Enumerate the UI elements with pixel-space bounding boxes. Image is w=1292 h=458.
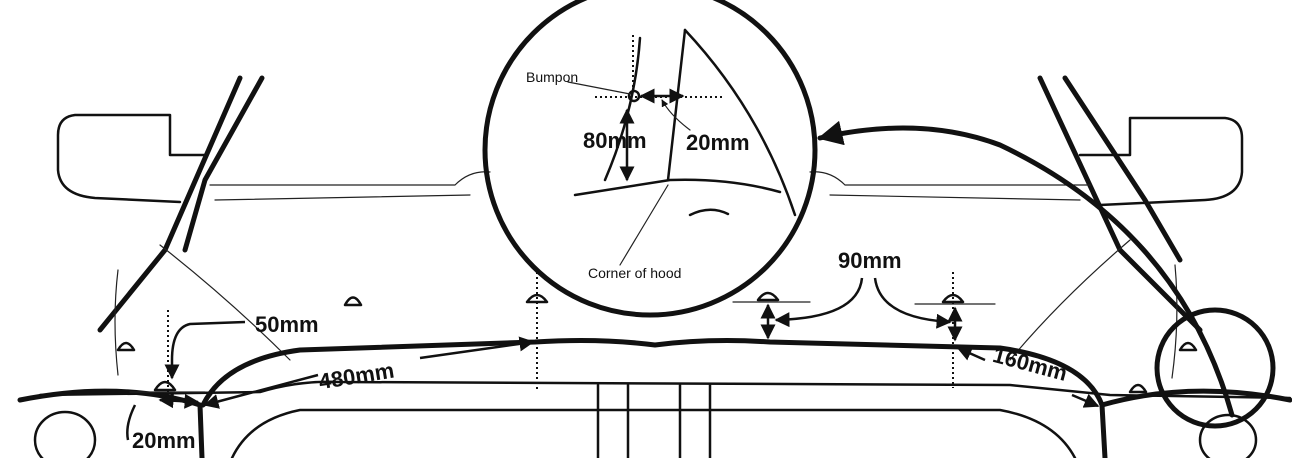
bumpon-label: Bumpon: [526, 69, 578, 85]
bumpon-icon: [1178, 341, 1198, 352]
left-fender: [114, 269, 119, 376]
hood-crease-left: [159, 244, 291, 361]
bumpon-icon: [941, 293, 965, 304]
bumpon-icon: [756, 291, 780, 302]
dim-480-label: 480mm: [317, 358, 396, 395]
dim-20-left-leader: [126, 404, 137, 441]
dim-20-left-label: 20mm: [132, 428, 196, 453]
dim-160-arrow: [958, 348, 1098, 406]
zoom-circle: [482, 0, 818, 318]
right-mirror: [1078, 116, 1244, 207]
right-fender: [1171, 264, 1178, 379]
right-a-pillar-inner: [1062, 75, 1183, 263]
left-mirror: [56, 113, 207, 204]
bumpon-icon: [1128, 383, 1148, 394]
dim-20-top-label: 20mm: [686, 130, 750, 155]
dim-480-arrow: [205, 342, 533, 405]
grille-top: [38, 380, 1292, 400]
left-headlight: [33, 410, 97, 458]
bumpon-icon: [153, 380, 177, 392]
cowl-line-lower: [214, 194, 1081, 201]
dim-90-left-arrow: [774, 277, 864, 328]
dim-20-left-arrow: [158, 393, 200, 409]
corner-of-hood-label: Corner of hood: [588, 265, 681, 281]
dim-160-label: 160mm: [990, 342, 1070, 386]
dim-90-right-arrow: [873, 277, 952, 329]
dim-80-label: 80mm: [583, 128, 647, 153]
right-a-pillar-outer: [1037, 75, 1203, 333]
grille-bars: [596, 383, 712, 458]
bumpon-icon: [525, 293, 549, 304]
dim-90-label: 90mm: [838, 248, 902, 273]
bumpon-icon: [116, 341, 136, 352]
left-a-pillar-outer: [97, 75, 243, 333]
right-headlight: [1198, 413, 1258, 458]
left-a-pillar-inner: [182, 75, 265, 253]
zoom-arrow: [817, 120, 1235, 418]
dim-50-arrow: [164, 320, 246, 380]
grille-opening: [230, 408, 1077, 458]
hood-crease-right: [1009, 239, 1131, 361]
corner-highlight-circle: [1154, 307, 1276, 429]
zoom-detail: [567, 28, 797, 266]
dim-50-label: 50mm: [255, 312, 319, 337]
bumpon-icon: [343, 296, 363, 307]
